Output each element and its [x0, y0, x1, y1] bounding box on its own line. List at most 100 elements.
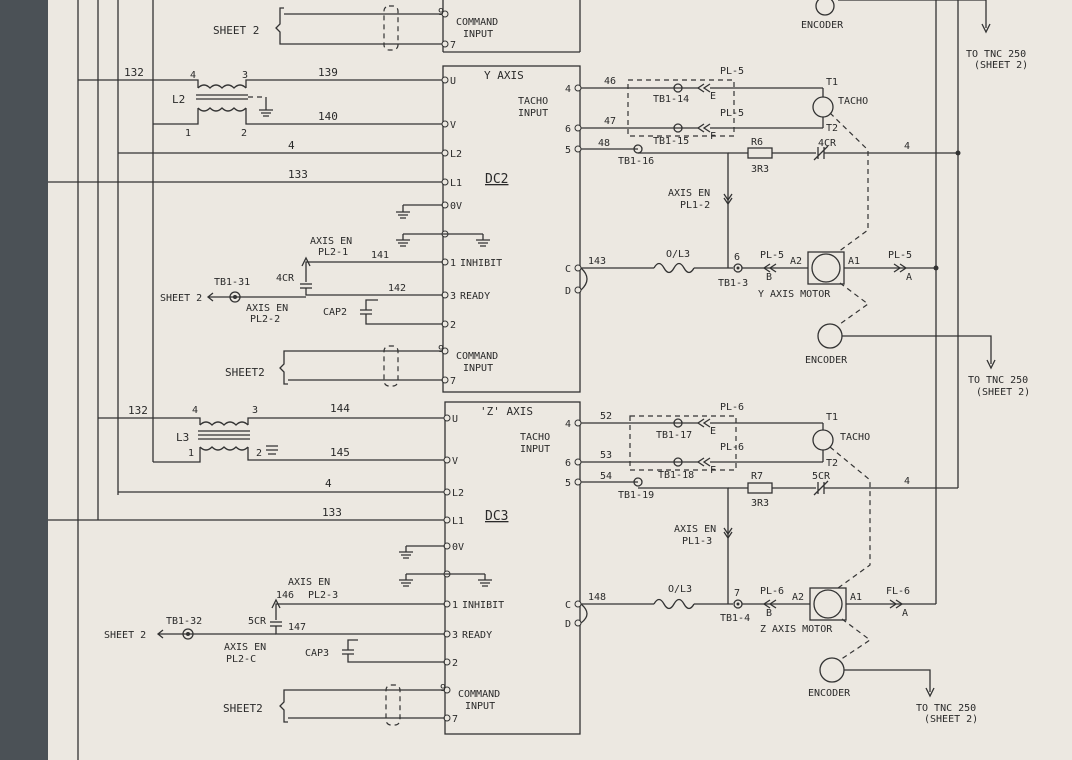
- pin-label: U: [450, 76, 456, 87]
- input-label: INPUT: [463, 363, 493, 374]
- axis-en-pl-label: PL2-3: [308, 590, 338, 601]
- dc2-drive-box: [442, 65, 581, 393]
- pin-label: 1: [450, 258, 456, 269]
- shield-dashed: [383, 345, 399, 387]
- resistor-icon: [747, 147, 773, 159]
- pin-label: C: [565, 600, 571, 611]
- pin-label: 2: [241, 128, 247, 139]
- relay-label: 4CR: [276, 273, 295, 284]
- coupling-dashed: [839, 618, 872, 661]
- axis-en-label: AXIS EN: [674, 524, 716, 535]
- resistor-label: R7: [751, 471, 763, 482]
- terminal-icon: [182, 628, 194, 640]
- z-axis-title: 'Z' AXIS: [480, 405, 533, 418]
- plug-icon: [889, 599, 904, 609]
- terminal-icon: [673, 83, 683, 93]
- pin-label: 9: [440, 683, 446, 694]
- wire: [275, 603, 445, 620]
- relay-contact-label: 5CR: [812, 471, 831, 482]
- wire: [153, 447, 201, 463]
- pin-label: 1: [185, 128, 191, 139]
- ground-icon: [476, 234, 490, 247]
- command-label: COMMAND: [456, 17, 498, 28]
- wire-number: 141: [371, 250, 389, 261]
- overload-icon: [653, 598, 695, 610]
- pl-label: PL-6: [760, 586, 784, 597]
- wire: [98, 417, 201, 425]
- wire-number: 7: [734, 588, 740, 599]
- wire-number: 6: [734, 252, 740, 263]
- wire-number: 133: [288, 168, 308, 181]
- transformer-coil: [197, 107, 247, 112]
- t2-label: T2: [826, 458, 838, 469]
- plug-icon: [696, 83, 711, 93]
- wire-number: 133: [322, 506, 342, 519]
- axis-en-label: AXIS EN: [310, 236, 352, 247]
- transformer-label: L2: [172, 93, 185, 106]
- tb-label: TB1-4: [720, 613, 750, 624]
- t1-label: T1: [826, 77, 838, 88]
- y-motor-label: Y AXIS MOTOR: [758, 289, 831, 300]
- pin-label: A: [906, 272, 912, 283]
- pl-label: FL-6: [886, 586, 910, 597]
- y-motor-icon: [811, 253, 841, 283]
- encoder-icon: [817, 323, 843, 349]
- wire-number: 143: [588, 256, 606, 267]
- wire-number: 139: [318, 66, 338, 79]
- wire-number: 144: [330, 402, 350, 415]
- ground-icon: [396, 233, 483, 247]
- resistor-value: 3R3: [751, 164, 769, 175]
- pin-label: 3: [452, 630, 458, 641]
- plug-icon: [723, 193, 733, 206]
- tb-label: TB1-15: [653, 136, 689, 147]
- tacho-label: TACHO: [838, 96, 868, 107]
- pin-label: 1: [188, 448, 194, 459]
- input-label: INPUT: [465, 701, 495, 712]
- pin-label: F: [710, 131, 716, 142]
- to-tnc-label: TO TNC 250: [916, 703, 976, 714]
- cap-label: CAP3: [305, 648, 329, 659]
- ready-label: READY: [462, 630, 492, 641]
- pin-label: E: [710, 426, 716, 437]
- wire-number: 47: [604, 116, 616, 127]
- sheet-ref-label: (SHEET 2): [976, 387, 1030, 398]
- wire-number: 4: [904, 476, 910, 487]
- arrow-icon: [981, 23, 991, 34]
- pl-label: PL-5: [888, 250, 912, 261]
- wiring-diagram: SHEET 2 9 7 COMMAND INPUT ENCODER TO TNC…: [48, 0, 1030, 760]
- axis-en-pl-label: PL1-2: [680, 200, 710, 211]
- tb-label: TB1-32: [166, 616, 202, 627]
- coupling-dashed: [829, 112, 869, 253]
- pin-label: 4: [565, 419, 571, 430]
- tb-label: TB1-16: [618, 156, 654, 167]
- pin-label: 0V: [450, 201, 462, 212]
- ground-icon: [399, 573, 485, 587]
- terminal-icon: [673, 418, 683, 428]
- arrow-icon: [271, 598, 281, 609]
- pin-label: 5: [565, 145, 571, 156]
- motor-housing: [807, 251, 845, 285]
- brace: [279, 689, 288, 723]
- plug-icon: [762, 599, 777, 609]
- z-motor-icon: [813, 589, 843, 619]
- terminal-icon: [186, 632, 190, 636]
- wire: [580, 267, 588, 291]
- pin-label: F: [710, 465, 716, 476]
- brace: [279, 350, 288, 385]
- input-label: INPUT: [463, 29, 493, 40]
- left-panel: [0, 0, 48, 760]
- pin-label: D: [565, 619, 571, 630]
- pin-label: 5: [565, 478, 571, 489]
- tacho-label: TACHO: [840, 432, 870, 443]
- axis-en-label: AXIS EN: [224, 642, 266, 653]
- pin-label: 3: [252, 405, 258, 416]
- encoder-label: ENCODER: [808, 688, 851, 699]
- plug-icon: [696, 418, 711, 428]
- capacitor-icon: [342, 639, 445, 663]
- wire: [247, 417, 445, 425]
- to-tnc-label: TO TNC 250: [966, 49, 1026, 60]
- t1-label: T1: [826, 412, 838, 423]
- tb-label: TB1-31: [214, 277, 250, 288]
- arrow-icon: [156, 629, 164, 639]
- arrow-icon: [206, 292, 214, 302]
